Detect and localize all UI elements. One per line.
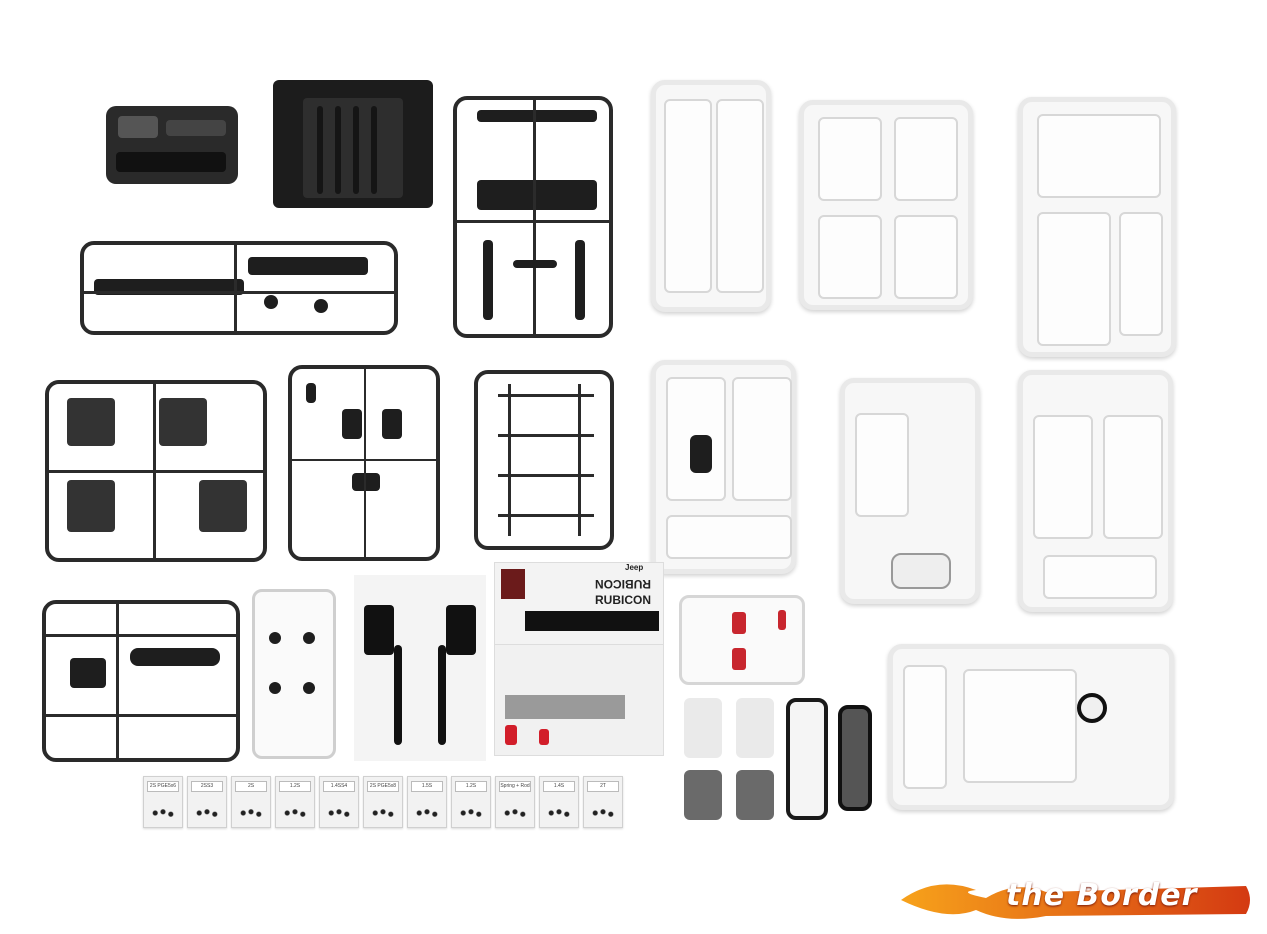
flame-logo-graphic — [901, 884, 1250, 919]
the-border-logo: the Border — [896, 870, 1256, 928]
window-grey-2 — [736, 770, 774, 820]
grille-part — [891, 553, 951, 589]
hardware-bag: 1.4S — [539, 776, 579, 828]
logo-text: the Border — [1006, 878, 1198, 913]
black-chassis-sprue — [474, 370, 614, 550]
decal-rubicon-2: RUBICON — [595, 593, 651, 607]
hardware-bags: 2S PGE5x6 2SS3 2S 1.2S 1.4SS4 2S PGE5x8 … — [143, 776, 623, 830]
decal-jeep: Jeep — [625, 563, 644, 572]
white-interior-sprue — [651, 360, 796, 574]
rear-window-frame — [786, 698, 828, 820]
white-grille-sprue — [840, 378, 980, 604]
white-doors-sprue — [799, 100, 973, 310]
black-seat-part — [690, 435, 712, 473]
black-bed-tub — [273, 80, 433, 208]
decal-rubicon-1: RUBICON — [595, 577, 651, 591]
white-hood-sprue — [1018, 97, 1176, 357]
steering-wheel — [1077, 693, 1107, 723]
hardware-bag: 1.2S — [451, 776, 491, 828]
white-dashboard-sprue — [888, 644, 1174, 810]
hardware-bag: 2T — [583, 776, 623, 828]
decal-sheet-lower — [494, 644, 664, 756]
black-rollcage-sprue — [453, 96, 613, 338]
hardware-bag: 2S PGE5x6 — [143, 776, 183, 828]
black-small-parts-sprue — [288, 365, 440, 561]
hardware-bag: 2SS3 — [187, 776, 227, 828]
hardware-bag: 2S PGE5x8 — [363, 776, 403, 828]
rear-window-tinted — [838, 705, 872, 811]
black-frame-sprue — [42, 600, 240, 762]
white-fender-sprue — [651, 80, 771, 312]
clear-red-light-sprue — [679, 595, 805, 685]
black-bumper-sprue — [80, 241, 398, 335]
hardware-bag: 1.5S — [407, 776, 447, 828]
window-clear-2 — [736, 698, 774, 758]
black-dashboard-part — [106, 106, 238, 184]
hardware-bag: 1.2S — [275, 776, 315, 828]
hardware-bag: 2S — [231, 776, 271, 828]
window-clear-1 — [684, 698, 722, 758]
window-grey-1 — [684, 770, 722, 820]
black-fender-flare-set — [354, 575, 486, 761]
black-mirror-sprue — [45, 380, 267, 562]
white-side-panel-sprue — [1018, 370, 1173, 612]
hardware-bag: 1.4SS4 — [319, 776, 359, 828]
hardware-bag: Spring + Rod — [495, 776, 535, 828]
clear-lens-sprue — [252, 589, 336, 759]
